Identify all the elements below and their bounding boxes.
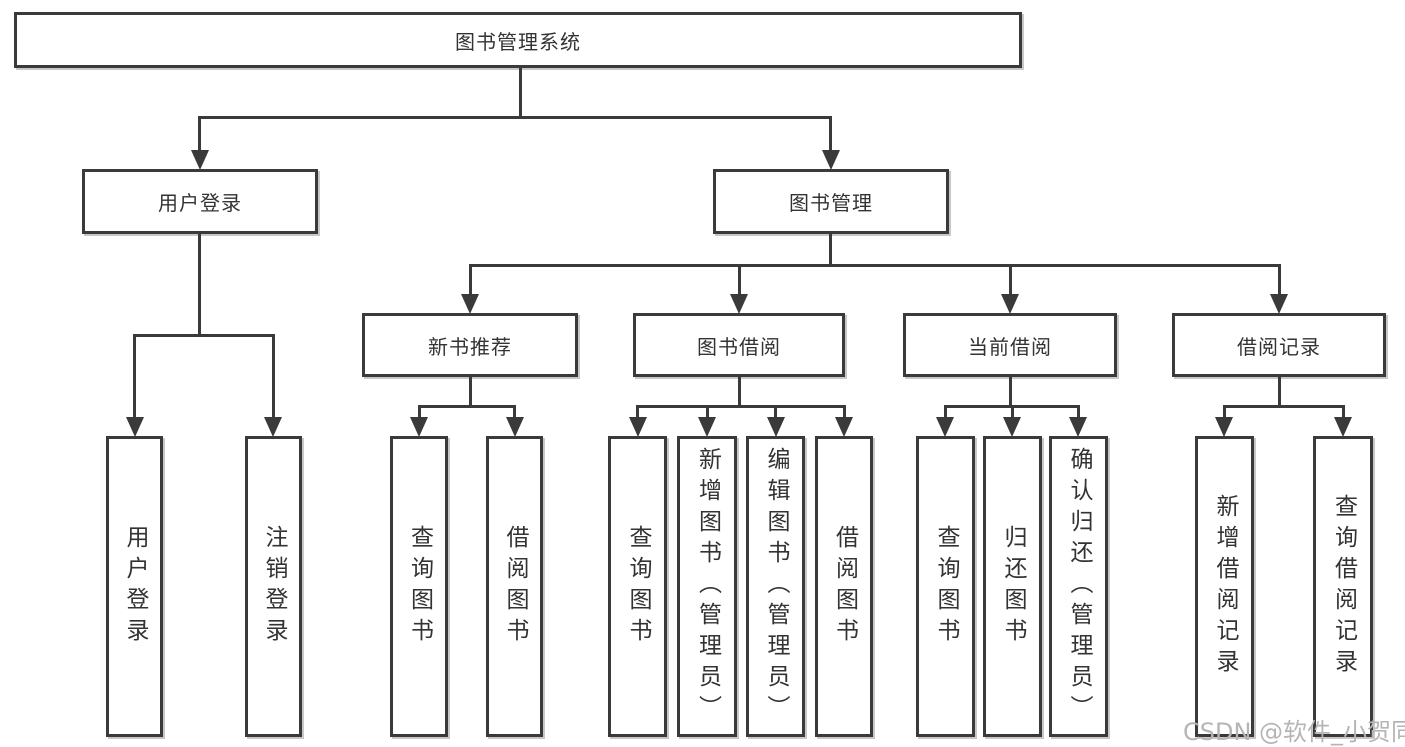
leaf-cb-confirm-return-admin-label: 确认归还（管理员） (1066, 447, 1092, 726)
leaf-bb-query-books-label: 查询图书 (625, 524, 651, 649)
node-current-borrow-label: 当前借阅 (968, 334, 1052, 359)
leaf-cb-return-books-label: 归还图书 (1000, 524, 1026, 649)
leaf-logout-label: 注销登录 (261, 524, 287, 649)
node-user-login-label: 用户登录 (158, 191, 242, 215)
edge-to-nb-query (418, 405, 421, 419)
edge-to-br-query (1342, 405, 1345, 419)
leaf-cb-return-books: 归还图书 (983, 436, 1042, 737)
edge-current-borrow-stem (1009, 376, 1012, 407)
node-new-book-rec-label: 新书推荐 (428, 334, 512, 359)
node-book-mgmt-label: 图书管理 (789, 191, 873, 215)
leaf-br-query-record: 查询借阅记录 (1313, 436, 1373, 737)
leaf-nb-query-books: 查询图书 (390, 436, 448, 737)
edge-book-borrow-split (636, 405, 845, 408)
edge-to-current-borrow (1009, 264, 1012, 297)
node-borrow-record: 借阅记录 (1172, 313, 1386, 377)
node-borrow-record-label: 借阅记录 (1237, 334, 1321, 359)
edge-to-nb-borrow (513, 405, 516, 419)
node-book-borrow: 图书借阅 (633, 313, 845, 377)
node-current-borrow: 当前借阅 (903, 313, 1117, 377)
edge-new-book-split (418, 405, 516, 408)
edge-to-bb-borrow (843, 405, 846, 419)
leaf-bb-borrow-books-label: 借阅图书 (831, 524, 858, 649)
leaf-bb-add-books-admin: 新增图书（管理员） (677, 436, 737, 737)
edge-root-split (198, 116, 832, 119)
leaf-user-login: 用户登录 (106, 436, 163, 737)
leaf-nb-query-books-label: 查询图书 (406, 524, 433, 649)
arrowhead-cb-confirm (1069, 417, 1087, 437)
arrowhead-bb-edit (767, 417, 785, 437)
node-root-label: 图书管理系统 (455, 29, 581, 54)
edge-to-cb-query (944, 405, 947, 419)
edge-user-login-stem (198, 232, 201, 335)
edge-to-leaf-logout (272, 334, 275, 420)
edge-book-borrow-stem (738, 376, 741, 407)
node-book-mgmt: 图书管理 (713, 169, 949, 234)
edge-to-book-mgmt (829, 116, 832, 154)
leaf-nb-borrow-books: 借阅图书 (486, 436, 543, 737)
leaf-br-add-record-label: 新增借阅记录 (1212, 493, 1238, 680)
arrowhead-book-borrow (730, 294, 748, 314)
leaf-bb-edit-books-admin: 编辑图书（管理员） (746, 436, 805, 737)
node-user-login: 用户登录 (82, 169, 318, 234)
arrowhead-book-mgmt (822, 150, 840, 170)
leaf-logout: 注销登录 (245, 436, 302, 737)
node-book-borrow-label: 图书借阅 (697, 334, 781, 359)
edge-book-mgmt-stem (829, 232, 832, 266)
csdn-watermark: CSDN @软件_小贺同学 (1183, 718, 1405, 746)
arrowhead-bb-add (698, 417, 716, 437)
arrowhead-bb-query (629, 417, 647, 437)
edge-to-br-add (1223, 405, 1226, 419)
leaf-br-query-record-label: 查询借阅记录 (1330, 493, 1357, 680)
edge-to-book-borrow (738, 264, 741, 297)
edge-borrow-record-split (1223, 405, 1344, 408)
edge-to-borrow-record (1278, 264, 1281, 297)
arrowhead-cb-query (936, 417, 954, 437)
edge-new-book-stem (469, 376, 472, 407)
edge-user-login-split (133, 334, 274, 337)
leaf-bb-edit-books-admin-label: 编辑图书（管理员） (763, 447, 789, 726)
arrowhead-nb-query (410, 417, 428, 437)
edge-borrow-record-stem (1278, 376, 1281, 407)
leaf-cb-query-books-label: 查询图书 (933, 524, 959, 649)
edge-to-cb-return (1011, 405, 1014, 419)
node-root: 图书管理系统 (14, 12, 1022, 68)
arrowhead-user-login (191, 150, 209, 170)
arrowhead-cb-return (1003, 417, 1021, 437)
arrowhead-br-add (1215, 417, 1233, 437)
arrowhead-bb-borrow (835, 417, 853, 437)
leaf-cb-query-books: 查询图书 (916, 436, 975, 737)
edge-to-new-book (469, 264, 472, 297)
edge-book-mgmt-split (469, 264, 1281, 267)
arrowhead-current-borrow (1001, 294, 1019, 314)
leaf-bb-query-books: 查询图书 (608, 436, 667, 737)
leaf-cb-confirm-return-admin: 确认归还（管理员） (1049, 436, 1108, 737)
leaf-nb-borrow-books-label: 借阅图书 (502, 524, 528, 649)
arrowhead-nb-borrow (506, 417, 524, 437)
arrowhead-br-query (1334, 417, 1352, 437)
edge-to-bb-edit (774, 405, 777, 419)
arrowhead-new-book (461, 294, 479, 314)
leaf-bb-add-books-admin-label: 新增图书（管理员） (694, 447, 721, 726)
leaf-br-add-record: 新增借阅记录 (1195, 436, 1254, 737)
arrowhead-leaf-logout (264, 417, 282, 437)
edge-to-bb-add (706, 405, 709, 419)
arrowhead-borrow-record (1270, 294, 1288, 314)
leaf-bb-borrow-books: 借阅图书 (815, 436, 873, 737)
edge-root-stem (519, 67, 522, 118)
edge-to-leaf-login (133, 334, 136, 420)
node-new-book-rec: 新书推荐 (362, 313, 578, 377)
edge-to-user-login (198, 116, 201, 154)
leaf-user-login-label: 用户登录 (122, 524, 148, 649)
edge-to-bb-query (636, 405, 639, 419)
arrowhead-leaf-login (126, 417, 144, 437)
edge-to-cb-confirm (1077, 405, 1080, 419)
